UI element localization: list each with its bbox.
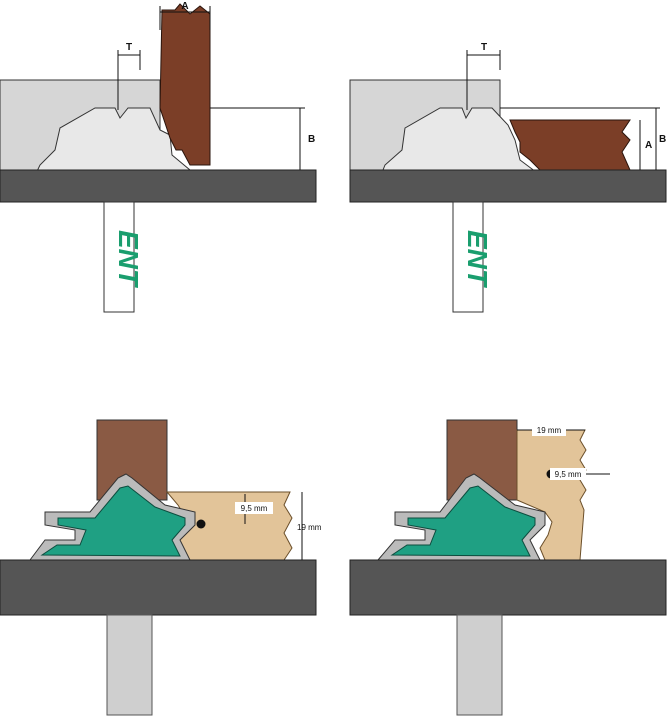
label-a: A [181,1,188,12]
label-a: A [645,140,652,151]
dim-inner-label: 9,5 mm [241,504,268,513]
cutter [40,485,186,557]
dim-inner-box [550,468,586,480]
cutter [390,485,536,557]
board-edge [516,429,587,561]
panel-top-left: ENT A T B [0,1,317,313]
bearing-point [196,519,206,529]
dim-top-label: 19 mm [537,426,562,435]
panel-bottom-left: 9,5 mm 19 mm [0,419,322,716]
shank [452,201,484,313]
shank [106,614,153,716]
label-t: T [126,42,132,53]
panel-top-right: ENT T A B [349,42,667,313]
label-t: T [481,42,487,53]
table [0,169,317,203]
board-horizontal [509,119,631,171]
logo-ent: ENT [462,230,493,289]
dim-outer-label: 19 mm [297,523,322,532]
logo-ent: ENT [113,230,144,289]
dim-inner-label: 9,5 mm [555,470,582,479]
label-b: B [308,134,315,145]
table [349,559,667,616]
dim-inner-box [235,502,273,514]
shank [456,614,503,716]
board-vertical [159,3,211,166]
table [349,169,667,203]
panel-bottom-right: 19 mm 9,5 mm [349,419,667,716]
dim-top-box [532,424,566,436]
shank [103,201,135,313]
table [0,559,317,616]
label-b: B [659,134,666,145]
